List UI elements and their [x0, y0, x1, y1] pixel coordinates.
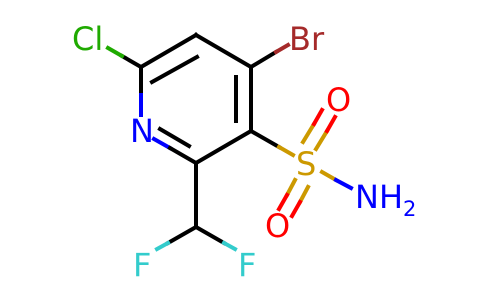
oxygen-bottom-label: O	[265, 207, 290, 245]
bond-s-o-top-b-red	[324, 114, 338, 134]
bond-s-o-top-a-gold	[300, 121, 317, 145]
bond-c6-c5-inner	[149, 54, 200, 85]
fluorine-left-label: F	[133, 246, 151, 284]
ring-nitrogen-label: N	[130, 112, 154, 150]
bond-c3-s	[248, 128, 282, 150]
bond-s-o-bottom-a-red	[276, 192, 290, 212]
bond-br-brown	[273, 42, 291, 55]
bond-cl-green	[105, 45, 125, 59]
bond-c6-cl	[119, 53, 144, 70]
bonds	[119, 32, 282, 246]
bond-c6-c5	[138, 32, 199, 70]
oxygen-top-label: O	[326, 81, 351, 119]
bond-n-c2-black	[167, 145, 199, 166]
bond-c3-c2	[193, 128, 254, 166]
bond-c2-n-inner	[157, 126, 192, 149]
bond-c7-f-left	[165, 224, 199, 246]
bond-f-left-cyan	[154, 240, 171, 252]
bond-n-c2-blue	[151, 136, 173, 151]
atom-labels: Cl Br N S O O NH2 F F	[72, 20, 416, 284]
bond-c5-c4	[193, 32, 254, 70]
bromine-label: Br	[289, 20, 325, 58]
bond-s-n-blue	[333, 177, 354, 191]
amine-label: NH2	[355, 178, 416, 221]
bond-s-gold	[276, 144, 296, 158]
bond-c4-br	[248, 49, 279, 70]
bond-f-right-cyan	[221, 240, 238, 252]
chlorine-label: Cl	[72, 20, 103, 58]
colored-bonds	[105, 42, 354, 252]
fluorine-right-label: F	[238, 246, 256, 284]
bond-s-n-gold	[319, 169, 339, 183]
bond-s-o-bottom-a-gold	[284, 177, 298, 198]
sulfur-label: S	[296, 145, 316, 183]
bond-s-o-top-a-red	[311, 107, 325, 127]
amine-subscript: 2	[403, 197, 416, 221]
bond-s-o-top-b-gold	[313, 128, 330, 152]
bond-c7-f-right	[193, 224, 227, 246]
bond-s-o-bottom-b-red	[289, 199, 303, 219]
bond-s-o-bottom-b-gold	[297, 184, 311, 205]
amine-nh-text: NH	[355, 178, 403, 216]
